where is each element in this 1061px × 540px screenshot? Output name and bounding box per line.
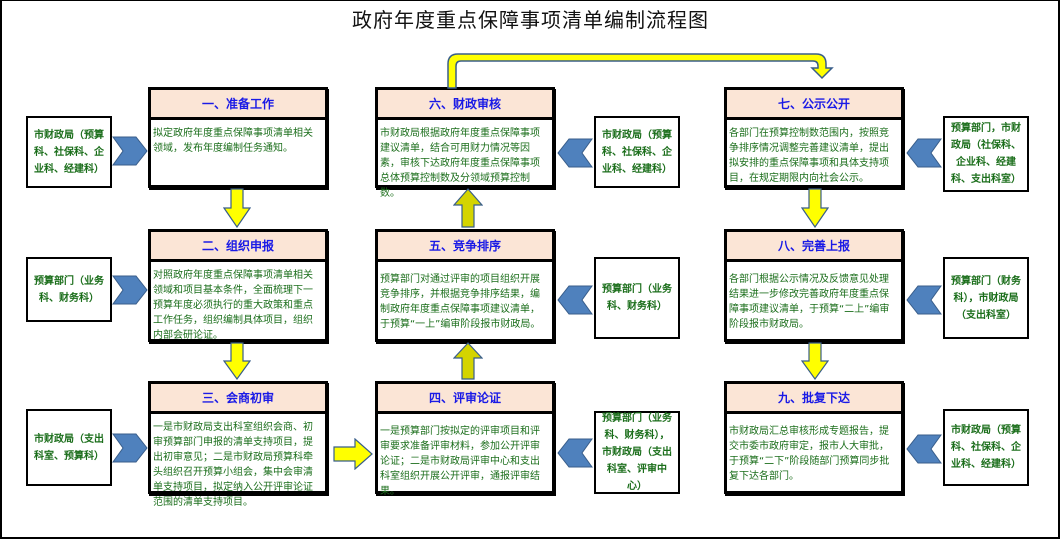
step-6-title: 六、财政审核 (378, 90, 552, 120)
actor-step-7: 预算部门，市财政局（社保科、企业科、经建科、支出科室） (943, 116, 1029, 192)
step-4-text: 一是预算部门按拟定的评审项目和评审要求准备评审材料，参加公开评审论证；二是市财政… (380, 426, 540, 497)
step-8-title: 八、完善上报 (727, 232, 901, 262)
chevron-right-icon (112, 433, 148, 463)
actor-step-8: 预算部门（财务科），市财政局（支出科室） (943, 257, 1029, 339)
step-6-text: 市财政局根据政府年度重点保障事项建议清单，结合可用财力情况等因素，审核下达政府年… (380, 128, 540, 199)
step-4-box: 四、评审论证 一是预算部门按拟定的评审项目和评审要求准备评审材料，参加公开评审论… (375, 381, 555, 497)
chevron-left-icon (906, 138, 942, 168)
actor-step-1: 市财政局（预算科、社保科、企业科、经建科） (26, 116, 112, 188)
arrow-down-icon (801, 342, 829, 380)
chevron-left-icon (906, 285, 942, 315)
chevron-left-icon (906, 434, 942, 464)
arrow-up-icon (453, 188, 483, 228)
step-3-title: 三、会商初审 (151, 384, 325, 414)
step-7-text: 各部门在预算控制数范围内，按照竞争排序情况调整完善建议清单，提出拟安排的重点保障… (729, 128, 889, 184)
step-2-text: 对照政府年度重点保障事项清单相关领域和项目基本条件，全面梳理下一预算年度必须执行… (153, 270, 313, 341)
chevron-left-icon (557, 438, 593, 468)
step-8-box: 八、完善上报 各部门根据公示情况及反馈意见处理结果进一步修改完善政府年度重点保障… (724, 229, 904, 342)
step-5-box: 五、竞争排序 预算部门对通过评审的项目组织开展竞争排序，并根据竞争排序结果，编制… (375, 229, 555, 342)
step-8-text: 各部门根据公示情况及反馈意见处理结果进一步修改完善政府年度重点保障事项建议清单，… (729, 274, 890, 330)
step-7-box: 七、公示公开 各部门在预算控制数范围内，按照竞争排序情况调整完善建议清单，提出拟… (724, 87, 904, 188)
step-2-box: 二、组织申报 对照政府年度重点保障事项清单相关领域和项目基本条件，全面梳理下一预… (148, 229, 328, 342)
step-7-title: 七、公示公开 (727, 90, 901, 120)
step-1-box: 一、准备工作 拟定政府年度重点保障事项清单相关领域，发布年度编制任务通知。 (148, 87, 328, 188)
actor-step-5: 预算部门（业务科、财务科） (594, 257, 680, 339)
chevron-right-icon (112, 136, 148, 166)
step-5-title: 五、竞争排序 (378, 232, 552, 262)
step-2-title: 二、组织申报 (151, 232, 325, 262)
arrow-down-icon (801, 188, 829, 228)
step-5-text: 预算部门对通过评审的项目组织开展竞争排序，并根据竞争排序结果，编制政府年度重点保… (380, 274, 541, 330)
arrow-curved-connector-icon (447, 53, 834, 89)
step-9-title: 九、批复下达 (727, 384, 901, 414)
actor-step-9: 市财政局（预算科、社保科、企业科、经建科） (943, 409, 1029, 486)
step-3-box: 三、会商初审 一是市财政局支出科室组织会商、初审预算部门申报的清单支持项目，提出… (148, 381, 328, 508)
step-1-text: 拟定政府年度重点保障事项清单相关领域，发布年度编制任务通知。 (153, 128, 313, 154)
chevron-right-icon (112, 275, 148, 305)
actor-step-4: 预算部门（业务科、财务科），市财政局（支出科室、评审中心） (594, 411, 680, 494)
arrow-right-icon (333, 438, 373, 470)
actor-step-6: 市财政局（预算科、社保科、企业科、经建科） (594, 116, 680, 188)
chevron-left-icon (557, 138, 593, 168)
step-3-text: 一是市财政局支出科室组织会商、初审预算部门申报的清单支持项目，提出初审意见；二是… (153, 422, 313, 508)
actor-step-3: 市财政局（支出科室、预算科） (26, 409, 112, 486)
step-1-title: 一、准备工作 (151, 90, 325, 120)
step-9-box: 九、批复下达 市财政局汇总审核形成专题报告，提交市委市政府审定，报市人大审批，于… (724, 381, 904, 494)
step-9-text: 市财政局汇总审核形成专题报告，提交市委市政府审定，报市人大审批，于预算“二下”阶… (729, 426, 890, 482)
step-4-title: 四、评审论证 (378, 384, 552, 414)
arrow-up-icon (453, 342, 483, 380)
arrow-down-icon (223, 342, 251, 380)
chevron-left-icon (557, 285, 593, 315)
step-6-box: 六、财政审核 市财政局根据政府年度重点保障事项建议清单，结合可用财力情况等因素，… (375, 87, 555, 199)
actor-step-2: 预算部门（业务科、财务科） (26, 257, 112, 322)
diagram-title: 政府年度重点保障事项清单编制流程图 (352, 8, 709, 32)
arrow-down-icon (223, 188, 251, 228)
